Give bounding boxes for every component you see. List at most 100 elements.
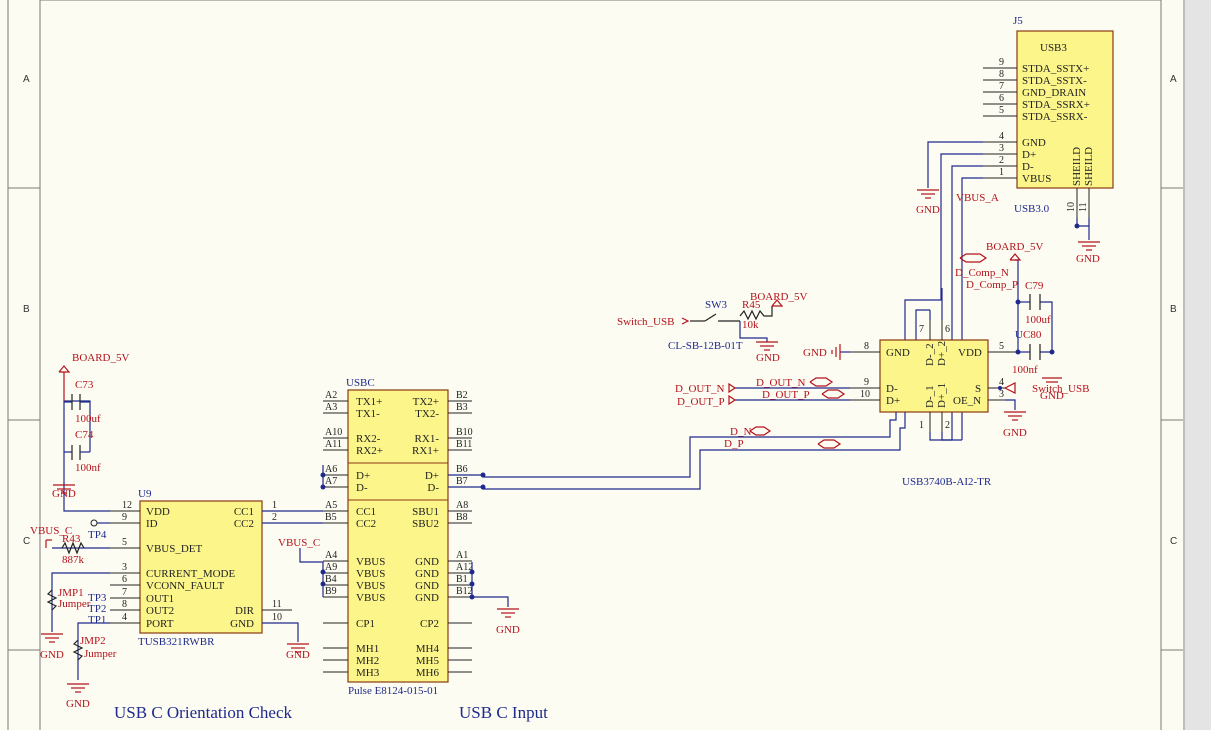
- usbc-pin-name: TX2-: [415, 408, 439, 420]
- u9-body: [139, 500, 263, 634]
- usbc-pin-num: A8: [456, 500, 468, 511]
- usb3740-pin-name: D-_2: [924, 343, 936, 366]
- switch-sw3[interactable]: [690, 313, 740, 322]
- j5-pin-name: VBUS: [1022, 173, 1051, 185]
- j5-pin-num-9: 9: [999, 57, 1004, 68]
- net-vbus-a: VBUS_A: [956, 192, 999, 204]
- usbc-pin-name: MH3: [356, 667, 380, 679]
- c73-value: 100uf: [75, 413, 101, 425]
- jmp2-ref: JMP2: [80, 635, 106, 647]
- u9-pin-name: CC1: [234, 506, 254, 518]
- capacitor-c80[interactable]: [1029, 344, 1041, 360]
- net-port-arrow: [1004, 382, 1016, 394]
- jmp2-value: Jumper: [84, 648, 117, 660]
- j5-pin-num-4: 4: [999, 131, 1004, 142]
- net-vbus-c: VBUS_C: [30, 525, 72, 537]
- j5-pin-name: GND: [1022, 137, 1046, 149]
- u9-tusb321[interactable]: U9 TUSB321RWBR 12VDD9ID5VBUS_DET3CURRENT…: [110, 488, 292, 648]
- u9-pin-num: 4: [122, 612, 127, 623]
- gnd-symbol: [53, 484, 75, 494]
- usbc-pin-name: VBUS: [356, 556, 385, 568]
- power-bar: [45, 539, 52, 548]
- u9-pin-name: VDD: [146, 506, 170, 518]
- u9-pin-name: GND: [230, 618, 254, 630]
- usbc-pin-num: A7: [325, 476, 337, 487]
- usbc-pin-name: GND: [415, 592, 439, 604]
- net-d-comp-n: D_Comp_N: [955, 267, 1009, 279]
- c74-value: 100nf: [75, 462, 101, 474]
- usbc-pin-num: B3: [456, 402, 468, 413]
- usbc-pin-num: A10: [325, 427, 342, 438]
- scroll-gutter[interactable]: [1183, 0, 1211, 730]
- usbc-pin-name: D-: [427, 482, 439, 494]
- u9-pin-num: 8: [122, 599, 127, 610]
- j5-pin-num-6: 6: [999, 93, 1004, 104]
- c73-ref: C73: [75, 379, 94, 391]
- usbc-pin-name: RX1+: [412, 445, 439, 457]
- u9-pin-num: 5: [122, 537, 127, 548]
- j5-shield-num: 10: [1066, 202, 1077, 212]
- j5-ref: J5: [1013, 15, 1023, 27]
- section-title-usbc-input: USB C Input: [459, 703, 548, 722]
- capacitor-c79[interactable]: [1029, 294, 1041, 310]
- u9-part: TUSB321RWBR: [138, 636, 215, 648]
- jmp1-value: Jumper: [58, 598, 91, 610]
- gnd-label: GND: [1076, 253, 1100, 265]
- usbc-pin-name: SBU1: [412, 506, 439, 518]
- usbc-pin-name: CP1: [356, 618, 375, 630]
- j5-usb3-connector[interactable]: J5 USB3 9 8 7 6 5 4 3 2 1 STDA_SSTX+ STD…: [983, 15, 1114, 218]
- usbc-pin-num: B8: [456, 512, 468, 523]
- testpoint-tp4[interactable]: [90, 519, 98, 527]
- net-port-arrow: [681, 317, 690, 325]
- usbc-pin-name: RX2+: [356, 445, 383, 457]
- usb3740-pin-num: 6: [945, 324, 950, 335]
- gnd-label: GND: [66, 698, 90, 710]
- usbc-pin-num: B6: [456, 464, 468, 475]
- u9-pin-num: 6: [122, 574, 127, 585]
- usbc-pin-name: GND: [415, 580, 439, 592]
- usb3740-pin-name: S: [975, 383, 981, 395]
- usb3740-pin-num: 7: [919, 324, 924, 335]
- usbc-pin-name: SBU2: [412, 518, 439, 530]
- usb3740-pin-name: D+_2: [936, 341, 948, 366]
- j5-body: [1016, 30, 1114, 189]
- gnd-symbol: [1004, 411, 1026, 421]
- usb3740-part: USB3740B-AI2-TR: [902, 476, 992, 488]
- gnd-symbol: [67, 683, 89, 693]
- j5-pin-num-3: 3: [999, 143, 1004, 154]
- j5-pin-name: STDA_SSTX-: [1022, 75, 1087, 87]
- gnd-label: GND: [40, 649, 64, 661]
- u9-pin-name: CURRENT_MODE: [146, 568, 236, 580]
- usbc-pin-num: A4: [325, 550, 337, 561]
- power-arrow-board5v: [771, 299, 784, 307]
- usbc-connector[interactable]: USBC Pulse E8124-015-01 A2TX1+B2TX2+A3TX…: [323, 377, 473, 697]
- jumper-jmp1[interactable]: [46, 589, 58, 611]
- usb3740-pin-num: 2: [945, 420, 950, 431]
- usbc-pin-name: D+: [425, 470, 439, 482]
- usbc-pin-num: A2: [325, 390, 337, 401]
- sw3-part: CL-SB-12B-01T: [668, 340, 743, 352]
- usbc-pin-name: GND: [415, 568, 439, 580]
- net-switch-usb-right: Switch_USB: [1032, 383, 1089, 395]
- net-board-5v: BOARD_5V: [986, 241, 1044, 253]
- resistor-r43[interactable]: [61, 541, 85, 555]
- r45-value: 10k: [742, 319, 759, 331]
- jumper-jmp2[interactable]: [72, 639, 84, 661]
- usb3740-body: [879, 339, 989, 413]
- u9-pin-name: VCONN_FAULT: [146, 580, 225, 592]
- j5-pin-num-1: 1: [999, 167, 1004, 178]
- usbc-pin-name: MH6: [416, 667, 440, 679]
- usb3740-pin-num: 1: [919, 420, 924, 431]
- gnd-symbol: [41, 633, 63, 643]
- j5-pin-name: STDA_SSRX+: [1022, 99, 1090, 111]
- usb3740-switch[interactable]: 8 GND 5 VDD 9 D- 10 D+ 4 S 3 OE_N 7 6 D-…: [850, 320, 1023, 488]
- usb3740-pin-num: 5: [999, 341, 1004, 352]
- usb3740-ref: U: [1015, 329, 1023, 341]
- j5-pin-num-2: 2: [999, 155, 1004, 166]
- u9-pin-num: 12: [122, 500, 132, 511]
- zone-label-a-right: A: [1170, 74, 1177, 85]
- net-d-out-p-port: D_OUT_P: [677, 396, 725, 408]
- usbc-pin-num: A9: [325, 562, 337, 573]
- resistor-r45[interactable]: [739, 306, 773, 321]
